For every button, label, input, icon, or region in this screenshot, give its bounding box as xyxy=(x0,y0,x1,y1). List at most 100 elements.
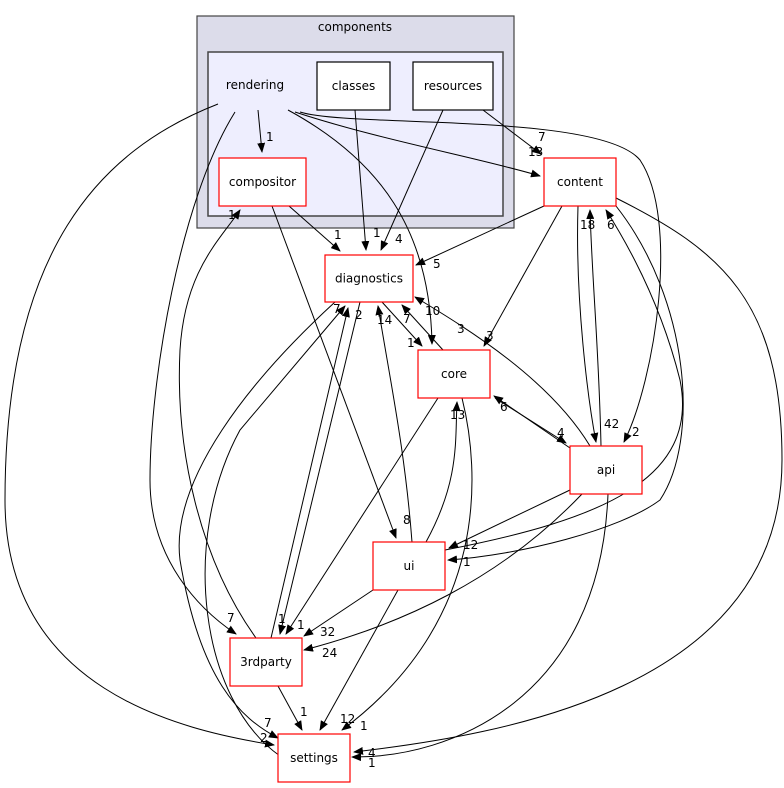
edge-label[interactable]: 13 xyxy=(528,145,543,159)
edge-label[interactable]: 7 xyxy=(227,611,235,625)
edge-line xyxy=(415,205,545,266)
node-box xyxy=(372,541,446,591)
edge-core-to-3rdparty[interactable]: 1 xyxy=(285,397,439,635)
edge-core-to-settings[interactable]: 1 xyxy=(341,397,473,733)
edge-rendering-to-compositor[interactable]: 1 xyxy=(257,109,274,153)
edge-classes-to-diagnostics[interactable]: 1 xyxy=(354,109,381,251)
node-ui[interactable]: ui xyxy=(372,541,446,591)
edge-label[interactable]: 1 xyxy=(278,612,286,626)
edge-rendering-to-3rdparty[interactable]: 7 xyxy=(149,111,237,635)
edge-line xyxy=(375,305,413,543)
edge-label[interactable]: 12 xyxy=(340,712,355,726)
edge-line xyxy=(270,307,350,639)
edge-label[interactable]: 10 xyxy=(425,304,440,318)
edge-content-to-ui[interactable]: 1 xyxy=(447,205,684,569)
edge-label[interactable]: 24 xyxy=(322,646,337,660)
edge-diagnostics-to-settings[interactable]: 7 xyxy=(178,301,336,739)
node-compositor[interactable]: compositor xyxy=(218,157,307,207)
edge-label[interactable]: 32 xyxy=(320,625,335,639)
edge-content-to-api[interactable]: 42 xyxy=(577,205,620,443)
edge-label[interactable]: 1 xyxy=(373,226,381,240)
edge-compositor-to-ui[interactable]: 8 xyxy=(271,205,411,539)
edge-line xyxy=(319,589,399,731)
edge-label[interactable]: 1 xyxy=(334,228,342,242)
edge-label[interactable]: 42 xyxy=(604,417,619,431)
edge-api-to-content[interactable]: 18 xyxy=(580,209,602,447)
edge-label[interactable]: 2 xyxy=(632,425,640,439)
edge-diagnostics-to-core[interactable]: 1 xyxy=(381,301,423,350)
edge-ui-to-core[interactable]: 13 xyxy=(425,401,465,543)
edge-api-to-core[interactable]: 6 xyxy=(493,395,571,449)
edge-ui-to-content[interactable]: 6 xyxy=(444,209,683,551)
edge-content-to-diagnostics[interactable]: 5 xyxy=(415,205,545,271)
node-diagnostics[interactable]: diagnostics xyxy=(324,254,414,303)
edge-label[interactable]: 13 xyxy=(450,408,465,422)
edge-label[interactable]: 1 xyxy=(297,618,305,632)
edge-ui-to-3rdparty[interactable]: 32 xyxy=(303,589,374,639)
edge-label[interactable]: 7 xyxy=(403,312,411,326)
edge-line xyxy=(4,103,275,748)
node-api[interactable]: api xyxy=(569,445,643,495)
edge-label[interactable]: 2 xyxy=(355,308,363,322)
edge-label[interactable]: 2 xyxy=(260,731,268,745)
edge-line xyxy=(381,301,423,347)
node-classes[interactable]: classes xyxy=(316,61,391,111)
node-rendering[interactable]: rendering xyxy=(226,78,284,92)
edge-rendering-to-core[interactable]: 3 xyxy=(287,109,465,345)
edge-rendering-to-settings[interactable]: 2 xyxy=(4,103,275,748)
edge-3rdparty-to-settings[interactable]: 1 xyxy=(277,685,308,731)
edge-label[interactable]: 4 xyxy=(395,232,403,246)
edge-line xyxy=(299,111,662,443)
edge-label[interactable]: 14 xyxy=(377,313,392,327)
edge-label[interactable]: 4 xyxy=(368,746,376,760)
edge-label[interactable]: 12 xyxy=(463,538,478,552)
edge-label[interactable]: 1 xyxy=(463,555,471,569)
edge-line xyxy=(285,397,439,635)
edge-label[interactable]: 18 xyxy=(580,218,595,232)
edge-label[interactable]: 6 xyxy=(500,400,508,414)
edge-label[interactable]: 3 xyxy=(486,329,494,343)
edge-label[interactable]: 8 xyxy=(403,513,411,527)
edge-line xyxy=(257,109,266,153)
edge-3rdparty-to-compositor[interactable]: 1 xyxy=(178,208,257,639)
edge-line xyxy=(351,493,609,762)
node-content[interactable]: content xyxy=(543,157,617,207)
edge-label[interactable]: 7 xyxy=(264,716,272,730)
edge-label[interactable]: 1 xyxy=(407,336,415,350)
node-thirdparty[interactable]: 3rdparty xyxy=(229,637,303,687)
edge-label[interactable]: 1 xyxy=(228,208,236,222)
edge-compositor-to-diagnostics[interactable]: 1 xyxy=(288,205,342,252)
edge-label[interactable]: 1 xyxy=(300,705,308,719)
edge-ui-to-settings[interactable]: 12 xyxy=(319,589,399,731)
edge-label[interactable]: 3 xyxy=(457,322,465,336)
edge-label[interactable]: 1 xyxy=(368,756,376,770)
node-box xyxy=(277,733,351,783)
edge-label[interactable]: 5 xyxy=(433,257,441,271)
edge-api-to-diagnostics[interactable]: 10 xyxy=(414,296,591,447)
edge-line xyxy=(447,205,684,564)
edge-rendering-to-api[interactable]: 2 xyxy=(299,111,662,443)
edge-line xyxy=(149,111,237,635)
edge-core-to-diagnostics[interactable]: 7 xyxy=(401,304,444,351)
edge-api-to-3rdparty[interactable]: 24 xyxy=(303,493,583,660)
edge-resources-to-diagnostics[interactable]: 4 xyxy=(380,109,444,251)
edge-label[interactable]: 7 xyxy=(333,302,341,316)
edge-label[interactable]: 1 xyxy=(266,130,274,144)
edge-label[interactable]: 7 xyxy=(538,130,546,144)
edge-label[interactable]: 4 xyxy=(557,426,565,440)
edge-diagnostics-to-3rdparty[interactable]: 1 xyxy=(278,301,361,635)
node-resources[interactable]: resources xyxy=(412,61,494,111)
node-settings[interactable]: settings xyxy=(277,733,351,783)
edge-3rdparty-to-diagnostics[interactable]: 2 xyxy=(270,307,363,639)
edge-settings-to-diagnostics[interactable]: 7 xyxy=(204,302,346,757)
edge-label[interactable]: 6 xyxy=(607,218,615,232)
edge-ui-to-diagnostics[interactable]: 14 xyxy=(375,305,413,543)
edge-api-to-ui[interactable]: 12 xyxy=(448,489,571,552)
edge-content-to-settings[interactable]: 4 xyxy=(353,197,783,760)
edge-resources-to-content[interactable]: 7 xyxy=(482,109,546,155)
edge-label[interactable]: 1 xyxy=(360,719,368,733)
edge-line xyxy=(401,304,444,351)
node-core[interactable]: core xyxy=(417,349,491,399)
edge-content-to-core[interactable]: 3 xyxy=(483,205,563,347)
edge-api-to-settings[interactable]: 1 xyxy=(351,493,609,770)
